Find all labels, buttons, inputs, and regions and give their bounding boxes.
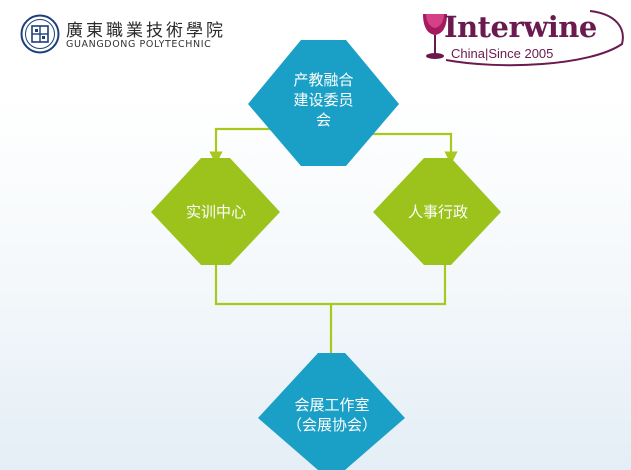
school-chinese-name: 廣東職業技術學院 — [66, 21, 226, 41]
hr-admin-node — [373, 158, 501, 265]
training-center-node — [151, 158, 280, 265]
interwine-logo: Interwine China|Since 2005 — [420, 8, 625, 68]
brand-name: Interwine — [444, 10, 597, 44]
training-center-label: 实训中心 — [185, 203, 246, 221]
hr-admin-label: 人事行政 — [407, 203, 468, 221]
connector-training-to-studio — [214, 265, 333, 353]
guangdong-polytechnic-logo: 廣東職業技術學院 GUANGDONG POLYTECHNIC — [20, 14, 223, 62]
connector-committee-to-training — [209, 127, 271, 165]
committee-label: 产教融合 建设委员 会 — [293, 71, 354, 129]
school-seal-icon — [20, 14, 60, 54]
school-english-name: GUANGDONG POLYTECHNIC — [66, 39, 212, 50]
connector-committee-to-hr — [366, 132, 458, 165]
exhibition-studio-label: 会展工作室 （会展协会） — [286, 396, 377, 434]
wine-glass-icon — [423, 14, 447, 59]
brand-tagline: China|Since 2005 — [451, 46, 554, 61]
committee-node — [248, 40, 399, 166]
connector-hr-to-studio — [331, 265, 447, 306]
logo-swoosh-icon — [445, 10, 624, 67]
exhibition-studio-node — [258, 353, 405, 470]
